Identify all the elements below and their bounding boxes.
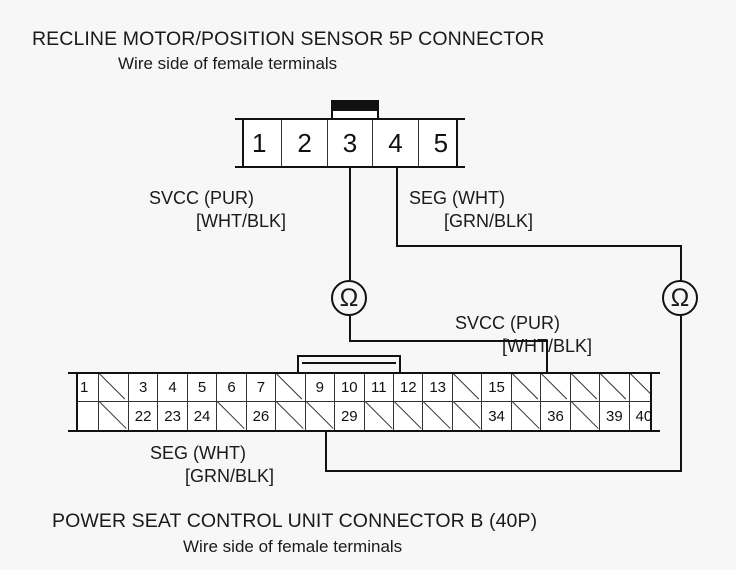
pin-40p-24[interactable]: 24 [188, 402, 218, 430]
pin-40p-bottom-unused-13 [423, 402, 453, 430]
ohmmeter-left[interactable]: Ω [331, 280, 367, 316]
connector-40p-notch-right [650, 372, 660, 432]
pin-40p-top-unused-16 [512, 374, 542, 401]
pin-40p-26[interactable]: 26 [247, 402, 277, 430]
pin-40p-9[interactable]: 9 [306, 374, 336, 401]
label-seg-top-line2: [GRN/BLK] [444, 211, 534, 231]
pin-40p-10[interactable]: 10 [335, 374, 365, 401]
pin-40p-top-unused-18 [571, 374, 601, 401]
wire-5p4-to-ohm-right-vertical [680, 245, 683, 282]
pin-40p-15[interactable]: 15 [482, 374, 512, 401]
label-svcc-top-line1: SVCC (PUR) [149, 188, 255, 208]
pin-40p-bottom-unused-8 [276, 402, 306, 430]
pin-40p-bottom-unused-11 [365, 402, 394, 430]
pin-40p-top-unused-17 [541, 374, 571, 401]
pin-40p-top-unused-14 [453, 374, 483, 401]
pin-40p-top-unused-19 [600, 374, 630, 401]
ohmmeter-right[interactable]: Ω [662, 280, 698, 316]
label-seg-top-line1: SEG (WHT) [409, 188, 505, 208]
pin-5p-4[interactable]: 4 [373, 120, 419, 166]
wire-ohm-right-down [680, 316, 683, 472]
pin-40p-29[interactable]: 29 [335, 402, 365, 430]
ohm-symbol-right: Ω [670, 283, 690, 312]
pin-40p-5[interactable]: 5 [188, 374, 218, 401]
wire-ohm-left-to-pin15-vertical [546, 340, 549, 374]
connector-40p-lock-tab-inner [302, 362, 396, 375]
pin-40p-39[interactable]: 39 [600, 402, 630, 430]
pin-40p-11[interactable]: 11 [365, 374, 394, 401]
pin-5p-5[interactable]: 5 [433, 127, 449, 158]
pin-40p-4[interactable]: 4 [158, 374, 188, 401]
top-heading-line2: Wire side of female terminals [118, 54, 338, 73]
pin-40p-13[interactable]: 13 [423, 374, 453, 401]
pin-40p-bottom-unused-18 [571, 402, 601, 430]
pin-40p-bottom-unused-9 [306, 402, 336, 430]
wire-ohm-right-to-pin29-horizontal [325, 470, 682, 473]
pin-5p-2[interactable]: 2 [282, 120, 328, 166]
pin-40p-36[interactable]: 36 [541, 402, 571, 430]
connector-5p-notch-left [235, 118, 244, 168]
pin-40p-3[interactable]: 3 [129, 374, 159, 401]
pin-40p-top-unused-2 [99, 374, 129, 401]
pin-40p-bottom-unused-16 [512, 402, 542, 430]
ohm-symbol-left: Ω [339, 283, 359, 312]
pin-40p-12[interactable]: 12 [394, 374, 424, 401]
pin-40p-bottom-unused-2 [99, 402, 129, 430]
top-heading-line1: RECLINE MOTOR/POSITION SENSOR 5P CONNECT… [32, 28, 545, 50]
connector-5p-body: 1 2 3 4 5 [235, 118, 465, 168]
pin-40p-6[interactable]: 6 [217, 374, 247, 401]
pin-5p-1[interactable]: 1 [237, 120, 283, 166]
pin-40p-7[interactable]: 7 [247, 374, 277, 401]
pin-40p-bottom-unused-12 [394, 402, 424, 430]
connector-5p-lock-tab-body [331, 111, 379, 120]
wire-ohm-left-down [349, 316, 352, 342]
pin-40p-22[interactable]: 22 [129, 402, 159, 430]
label-svcc-top-line2: [WHT/BLK] [196, 211, 287, 231]
label-svcc-mid-line1: SVCC (PUR) [455, 313, 561, 333]
pin-40p-bottom-unused-6 [217, 402, 247, 430]
bottom-heading-line2: Wire side of female terminals [183, 537, 403, 556]
connector-5p-notch-right [456, 118, 465, 168]
pin-5p-3[interactable]: 3 [328, 120, 374, 166]
bottom-heading-line1: POWER SEAT CONTROL UNIT CONNECTOR B (40P… [52, 510, 538, 532]
pin-40p-40[interactable]: 40 [635, 407, 653, 425]
label-seg-bottom-line1: SEG (WHT) [150, 443, 246, 463]
pin-40p-top-unused-8 [276, 374, 306, 401]
connector-40p-notch-left [68, 372, 78, 432]
pin-40p-23[interactable]: 23 [158, 402, 188, 430]
wire-5p4-to-ohm-right-horizontal [396, 245, 682, 248]
wire-ohm-right-to-pin29-vertical [325, 432, 328, 472]
wire-ohm-left-to-pin15-horizontal [349, 340, 548, 343]
wire-5p3-to-ohm-left [349, 168, 352, 280]
wire-5p4-down [396, 168, 399, 246]
label-seg-bottom-line2: [GRN/BLK] [185, 466, 275, 486]
pin-40p-bottom-unused-14 [453, 402, 483, 430]
connector-5p-lock-tab [331, 100, 379, 111]
pin-40p-34[interactable]: 34 [482, 402, 512, 430]
